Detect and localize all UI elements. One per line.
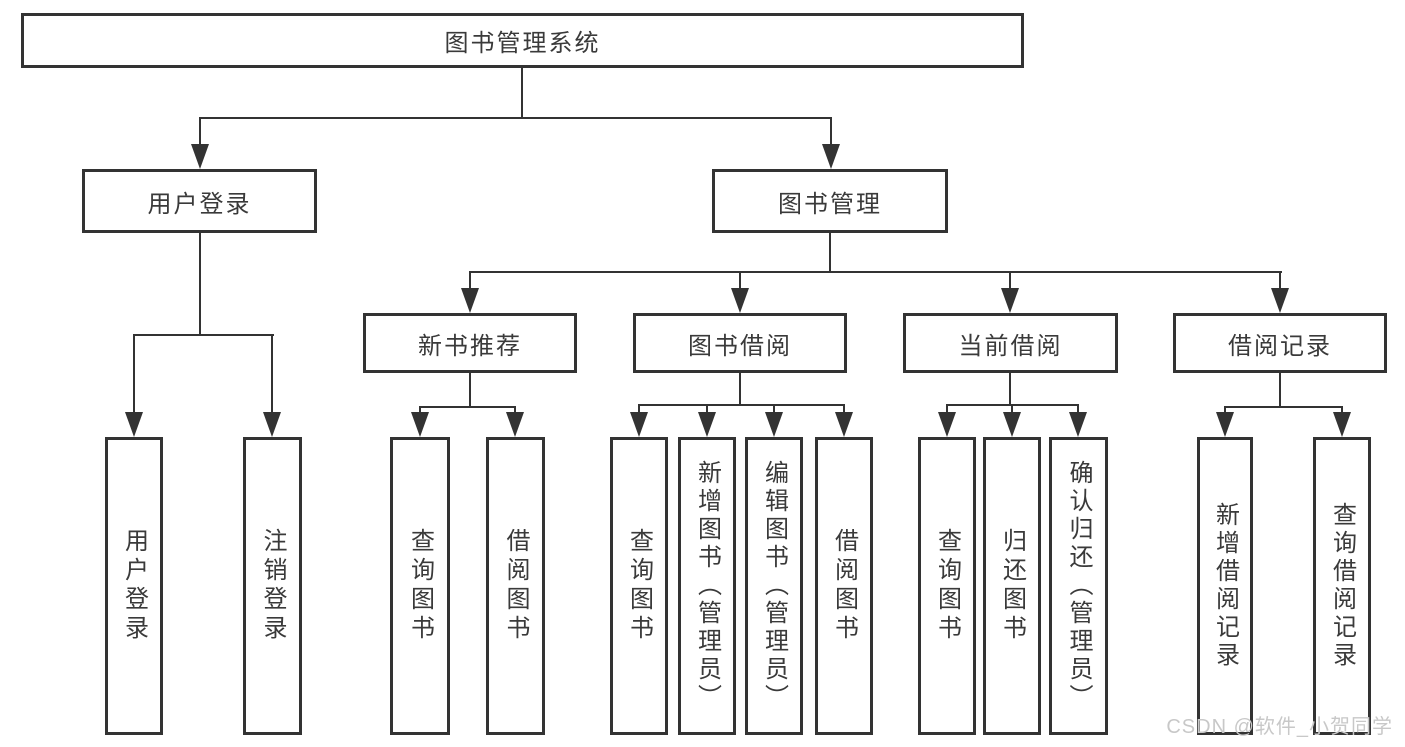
connector-root-branch — [199, 117, 832, 119]
connector-drop-bb-add — [706, 404, 708, 414]
connector-book-borrowing-branch — [639, 404, 845, 406]
leaf-add-books-admin-label: 新增图书（管理员） — [693, 460, 721, 712]
arrowhead-new-book — [461, 288, 479, 313]
node-book-borrowing: 图书借阅 — [633, 313, 847, 373]
connector-drop-bb-edit — [773, 404, 775, 414]
connector-drop-br-query — [1341, 406, 1343, 414]
node-root-library-management-system: 图书管理系统 — [21, 13, 1024, 68]
leaf-query-books-recommend-label: 查询图书 — [406, 528, 434, 644]
leaf-borrow-books-recommend: 借阅图书 — [486, 437, 545, 735]
connector-drop-br-add — [1224, 406, 1226, 414]
arrowhead-bb-query — [630, 412, 648, 437]
connector-drop-new-book — [469, 271, 471, 291]
leaf-edit-books-admin-label: 编辑图书（管理员） — [760, 460, 788, 712]
node-user-login-label: 用户登录 — [147, 190, 252, 218]
csdn-watermark: CSDN @软件_小贺同学 — [1166, 716, 1393, 738]
node-current-borrowing-label: 当前借阅 — [958, 332, 1063, 360]
connector-borrowing-records-branch — [1225, 406, 1343, 408]
leaf-logout-label: 注销登录 — [259, 528, 286, 644]
arrowhead-nb-borrow — [506, 412, 524, 437]
leaf-query-books-borrowing-label: 查询图书 — [625, 528, 653, 644]
arrowhead-book-borrowing — [731, 288, 749, 313]
leaf-user-login-label: 用户登录 — [120, 528, 148, 644]
node-book-management: 图书管理 — [712, 169, 948, 233]
connector-book-management-branch — [469, 271, 1282, 273]
connector-current-borrowing-trunk — [1009, 373, 1011, 406]
node-book-management-label: 图书管理 — [778, 190, 882, 218]
connector-drop-user-login — [199, 117, 201, 145]
leaf-query-borrow-record-label: 查询借阅记录 — [1328, 502, 1356, 670]
leaf-borrow-books-borrowing: 借阅图书 — [815, 437, 873, 735]
arrowhead-user-login — [191, 144, 209, 169]
leaf-query-books-recommend: 查询图书 — [390, 437, 450, 735]
node-root-label: 图书管理系统 — [444, 30, 601, 57]
connector-user-login-trunk — [199, 233, 201, 336]
connector-current-borrowing-branch — [947, 404, 1079, 406]
leaf-add-borrow-record: 新增借阅记录 — [1197, 437, 1253, 735]
connector-drop-cb-confirm — [1077, 404, 1079, 414]
leaf-confirm-return-admin: 确认归还（管理员） — [1049, 437, 1108, 735]
connector-drop-bb-borrow — [843, 404, 845, 414]
leaf-borrow-books-recommend-label: 借阅图书 — [502, 528, 529, 644]
connector-drop-leaf-user-login — [133, 334, 135, 413]
leaf-add-borrow-record-label: 新增借阅记录 — [1211, 502, 1239, 670]
node-borrowing-records: 借阅记录 — [1173, 313, 1387, 373]
connector-new-book-trunk — [469, 373, 471, 408]
arrowhead-cb-query — [938, 412, 956, 437]
connector-borrowing-records-trunk — [1279, 373, 1281, 408]
connector-new-book-branch — [419, 406, 516, 408]
arrowhead-cb-return — [1003, 412, 1021, 437]
arrowhead-borrowing-records — [1271, 288, 1289, 313]
arrowhead-bb-edit — [765, 412, 783, 437]
connector-root-trunk — [521, 68, 523, 118]
connector-drop-cb-return — [1011, 404, 1013, 414]
connector-drop-cb-query — [946, 404, 948, 414]
leaf-query-books-current-label: 查询图书 — [933, 528, 961, 644]
leaf-user-login: 用户登录 — [105, 437, 163, 735]
connector-drop-nb-borrow — [514, 406, 516, 414]
arrowhead-bb-add — [698, 412, 716, 437]
arrowhead-leaf-logout — [263, 412, 281, 437]
leaf-edit-books-admin: 编辑图书（管理员） — [745, 437, 803, 735]
connector-user-login-branch — [133, 334, 274, 336]
arrowhead-book-management — [822, 144, 840, 169]
node-current-borrowing: 当前借阅 — [903, 313, 1118, 373]
arrowhead-leaf-user-login — [125, 412, 143, 437]
node-user-login: 用户登录 — [82, 169, 317, 233]
connector-book-borrowing-trunk — [739, 373, 741, 406]
connector-drop-book-borrowing — [739, 271, 741, 291]
connector-drop-borrowing-records — [1279, 271, 1281, 291]
node-borrowing-records-label: 借阅记录 — [1228, 332, 1332, 360]
leaf-return-books-label: 归还图书 — [998, 528, 1026, 644]
node-new-book-recommendation: 新书推荐 — [363, 313, 577, 373]
leaf-query-books-borrowing: 查询图书 — [610, 437, 668, 735]
arrowhead-cb-confirm — [1069, 412, 1087, 437]
leaf-query-books-current: 查询图书 — [918, 437, 976, 735]
node-book-borrowing-label: 图书借阅 — [688, 332, 792, 360]
connector-drop-nb-query — [419, 406, 421, 414]
leaf-borrow-books-borrowing-label: 借阅图书 — [830, 528, 858, 644]
leaf-confirm-return-admin-label: 确认归还（管理员） — [1065, 460, 1092, 712]
connector-drop-book-management — [830, 117, 832, 145]
node-new-book-recommendation-label: 新书推荐 — [418, 332, 522, 360]
leaf-add-books-admin: 新增图书（管理员） — [678, 437, 736, 735]
arrowhead-current-borrowing — [1001, 288, 1019, 313]
connector-drop-leaf-logout — [271, 334, 273, 413]
arrowhead-bb-borrow — [835, 412, 853, 437]
arrowhead-br-add — [1216, 412, 1234, 437]
leaf-query-borrow-record: 查询借阅记录 — [1313, 437, 1371, 735]
leaf-return-books: 归还图书 — [983, 437, 1041, 735]
connector-drop-bb-query — [638, 404, 640, 414]
connector-book-management-trunk — [829, 233, 831, 273]
connector-drop-current-borrowing — [1009, 271, 1011, 291]
leaf-logout: 注销登录 — [243, 437, 302, 735]
arrowhead-br-query — [1333, 412, 1351, 437]
arrowhead-nb-query — [411, 412, 429, 437]
